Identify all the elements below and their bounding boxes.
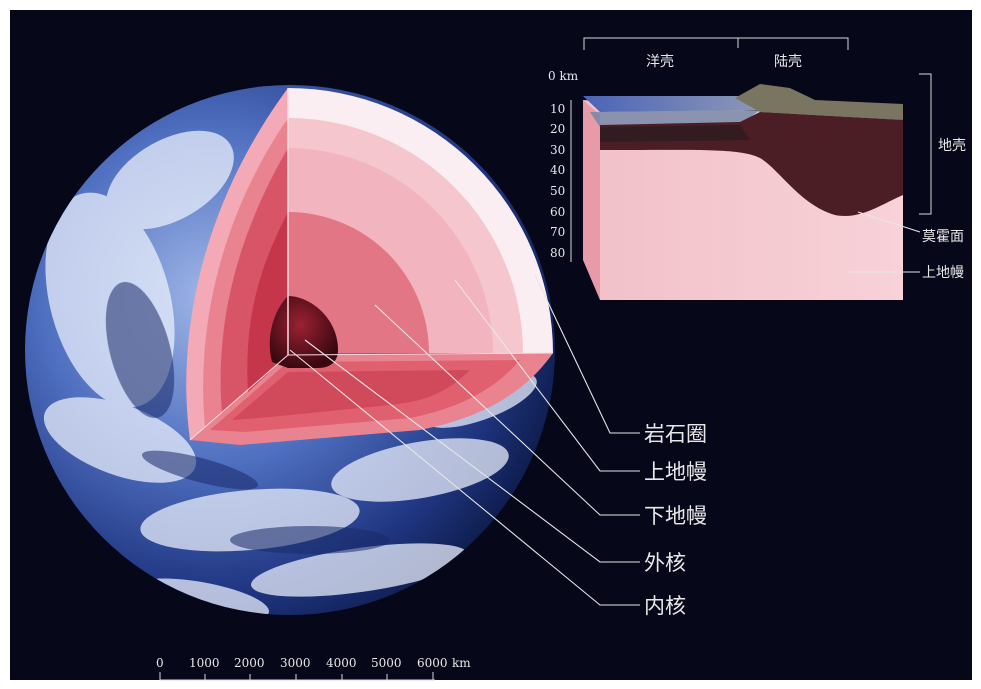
label-moho: 莫霍面 <box>922 229 964 245</box>
scale-tick-0: 0 <box>156 656 164 670</box>
depth-tick-30: 30 <box>550 143 565 157</box>
label-outer-core: 外核 <box>644 551 686 575</box>
scale-unit: km <box>452 656 471 670</box>
ocean-water-layer <box>583 96 760 112</box>
scale-tick-2000: 2000 <box>234 656 265 670</box>
depth-tick-0: 0 km <box>548 69 579 83</box>
depth-tick-10: 10 <box>550 102 565 116</box>
label-lower-mantle: 下地幔 <box>644 504 707 528</box>
depth-tick-70: 70 <box>550 225 565 239</box>
scale-tick-5000: 5000 <box>371 656 402 670</box>
label-inset-upper-mantle: 上地幔 <box>922 265 964 281</box>
scale-tick-6000: 6000 <box>417 656 448 670</box>
scale-tick-1000: 1000 <box>189 656 220 670</box>
depth-tick-20: 20 <box>550 122 565 136</box>
scale-tick-3000: 3000 <box>280 656 311 670</box>
depth-tick-60: 60 <box>550 205 565 219</box>
depth-tick-50: 50 <box>550 184 565 198</box>
label-oceanic-crust: 洋壳 <box>646 53 674 70</box>
label-inner-core: 内核 <box>644 594 686 618</box>
label-lithosphere: 岩石圈 <box>644 422 707 446</box>
scale-tick-4000: 4000 <box>326 656 357 670</box>
depth-tick-40: 40 <box>550 163 565 177</box>
label-crust: 地壳 <box>938 137 966 154</box>
label-continental-crust: 陆壳 <box>774 53 802 70</box>
label-upper-mantle: 上地幔 <box>644 460 707 484</box>
depth-tick-80: 80 <box>550 246 565 260</box>
